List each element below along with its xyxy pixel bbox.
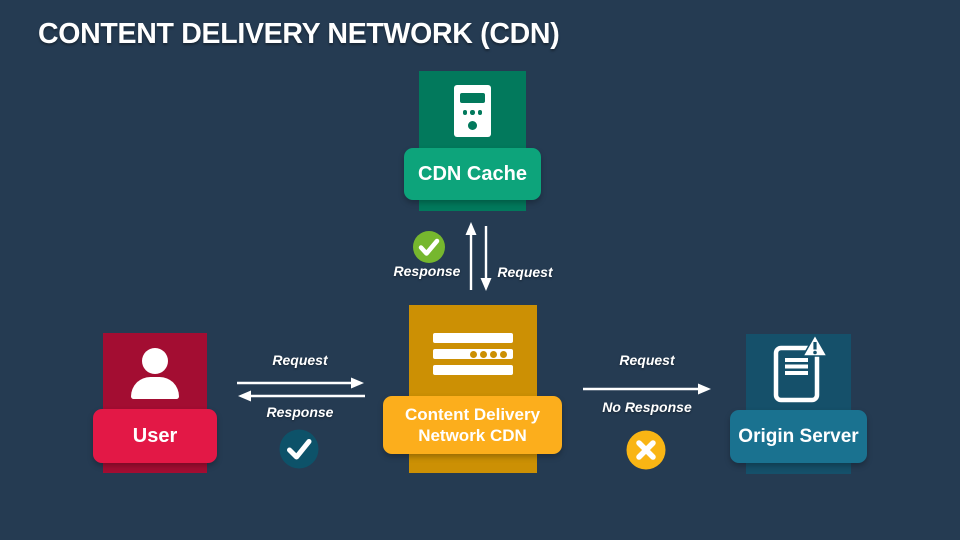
- server-terminal-icon: [454, 85, 491, 137]
- person-icon: [142, 348, 168, 374]
- origin-request-label: Request: [619, 352, 675, 368]
- cdn-label-line2: Network CDN: [418, 426, 527, 445]
- server-screen: [460, 93, 485, 103]
- server-knob: [468, 121, 477, 130]
- cdn-label: Content Delivery Network CDN: [383, 396, 562, 454]
- server-bar: [433, 349, 513, 359]
- cache-response-label: Response: [393, 263, 461, 279]
- user-request-label: Request: [272, 352, 328, 368]
- arrow-user-response: [238, 390, 365, 402]
- cdn-label-line1: Content Delivery: [404, 405, 541, 424]
- user-response-label: Response: [266, 404, 334, 420]
- cdn-cache-label: CDN Cache: [404, 148, 541, 200]
- origin-no-response-label: No Response: [602, 399, 692, 415]
- server-bar-dots: [470, 350, 507, 358]
- user-response-check-icon: [279, 429, 319, 469]
- arrow-origin-request: [583, 383, 711, 395]
- arrow-user-request: [237, 377, 364, 389]
- slide-title: CONTENT DELIVERY NETWORK (CDN): [38, 18, 560, 50]
- document-alert-icon: [773, 334, 828, 403]
- response-check-icon: [413, 231, 445, 263]
- server-dots: [454, 110, 491, 115]
- server-bar: [433, 333, 513, 343]
- no-response-cross-icon: [626, 430, 666, 470]
- cache-request-label: Request: [497, 264, 553, 280]
- arrow-request-down: [480, 226, 492, 291]
- person-icon-body: [131, 377, 179, 399]
- server-bar: [433, 365, 513, 375]
- origin-server-label: Origin Server: [730, 410, 867, 463]
- arrow-response-up: [465, 222, 477, 290]
- server-stack-icon: [433, 333, 513, 381]
- user-label: User: [93, 409, 217, 463]
